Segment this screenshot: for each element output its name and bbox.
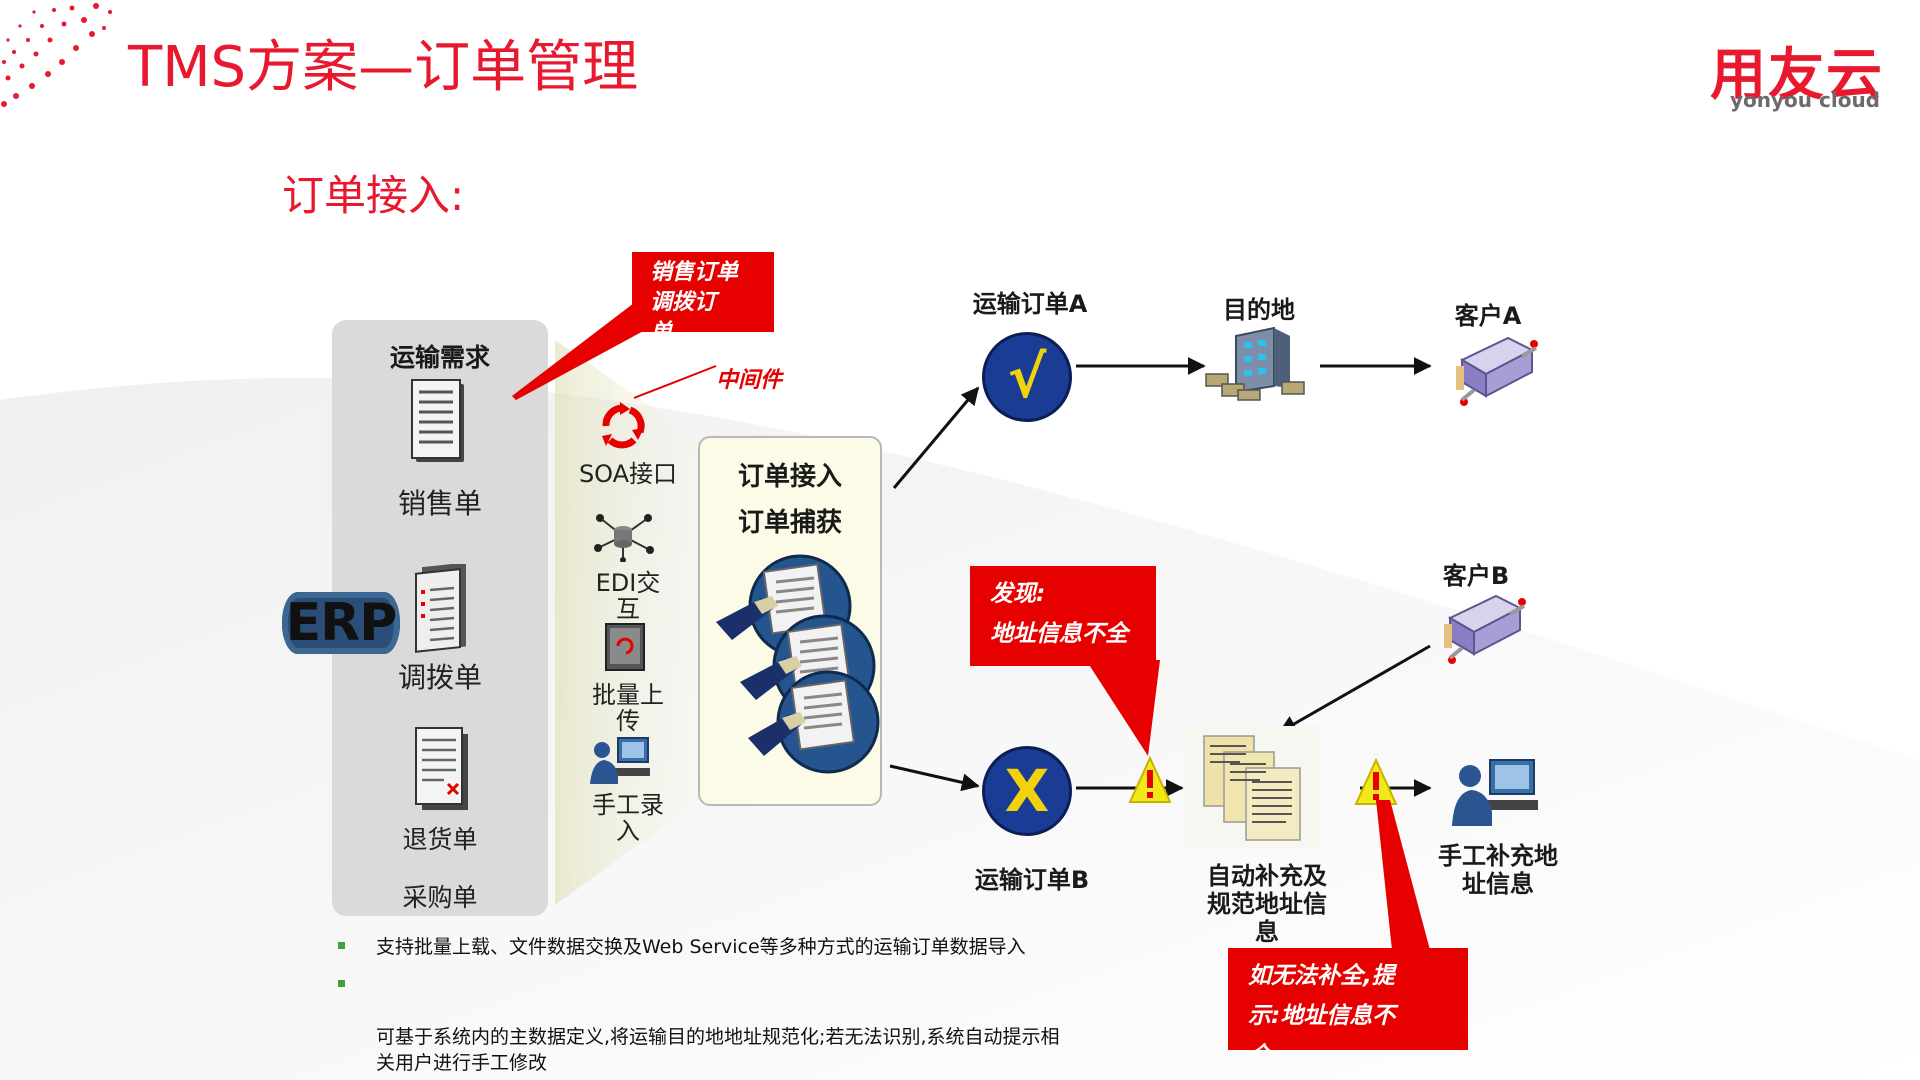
order-intake-title: 订单接入 xyxy=(737,462,842,492)
customer-b-label: 客户B xyxy=(1442,562,1510,590)
soa-cycle-icon xyxy=(602,402,645,449)
bullet-item: 可基于系统内的主数据定义,将运输目的地地址规范化;若无法识别,系统自动提示相 关… xyxy=(338,972,1176,1076)
erp-system-badge: ERP xyxy=(282,592,400,654)
transport-order-a-label: 运输订单A xyxy=(972,290,1088,318)
source-item-purchase: 采购单 xyxy=(402,883,478,912)
bullet-marker xyxy=(338,942,345,949)
edi-network-icon xyxy=(594,514,654,562)
batch-upload-icon xyxy=(605,623,645,671)
customer-b-icon xyxy=(1444,594,1526,664)
warehouse-icon xyxy=(1205,326,1305,401)
bullet-text: 可基于系统内的主数据定义,将运输目的地地址规范化;若无法识别,系统自动提示相 关… xyxy=(376,1026,1060,1074)
order-capture-title: 订单捕获 xyxy=(737,508,842,538)
source-item-sales: 销售单 xyxy=(397,487,482,520)
manual-fill-icon xyxy=(1452,759,1538,826)
cannot-complete-callout: 如无法补全,提 示:地址信息不 全 xyxy=(1228,948,1468,1050)
order-a-valid-icon: √ xyxy=(982,332,1072,422)
cannot-complete-callout-pointer xyxy=(1376,800,1430,950)
sales-callout-pointer xyxy=(512,300,660,400)
method-manual: 手工录 入 xyxy=(592,791,664,845)
sales-document-icon xyxy=(411,379,464,462)
return-document-icon xyxy=(415,727,468,810)
section-title: 订单接入: xyxy=(282,171,465,220)
middleware-label: 中间件 xyxy=(716,368,783,393)
warning-icon-right xyxy=(1354,758,1398,805)
auto-fill-label: 自动补充及 规范地址信 息 xyxy=(1207,862,1327,946)
source-item-transfer: 调拨单 xyxy=(397,661,482,694)
order-capture-icon xyxy=(716,554,880,774)
documents-stack-icon xyxy=(1203,735,1301,841)
customer-a-icon xyxy=(1456,336,1538,406)
brand-logo: 用友云 xyxy=(1710,43,1884,108)
bullet-text: 支持批量上载、文件数据交换及Web Service等多种方式的运输订单数据导入 xyxy=(376,936,1026,958)
transport-order-b-label: 运输订单B xyxy=(974,866,1090,894)
method-batch: 批量上 传 xyxy=(592,681,664,735)
warning-icon-left xyxy=(1128,756,1172,803)
method-edi: EDI交 互 xyxy=(595,569,661,623)
slide-title: TMS方案—订单管理 xyxy=(128,35,639,100)
transfer-document-icon xyxy=(415,564,466,653)
found-callout-pointer xyxy=(1086,660,1160,756)
customer-a-label: 客户A xyxy=(1454,302,1522,330)
order-b-invalid-icon: X xyxy=(982,746,1072,836)
sales-callout: 销售订单 调拨订单… xyxy=(632,252,774,345)
manual-entry-icon xyxy=(590,737,650,784)
bullet-marker xyxy=(338,980,345,987)
manual-fill-label: 手工补充地 址信息 xyxy=(1438,842,1558,898)
method-soa: SOA接口 xyxy=(578,460,678,488)
found-callout: 发现: 地址信息不全 xyxy=(970,566,1156,666)
source-item-return: 退货单 xyxy=(402,825,478,854)
brand-logo-subtitle: yonyou cloud xyxy=(1730,88,1880,112)
transport-demand-title: 运输需求 xyxy=(389,343,490,372)
middleware-pointer xyxy=(633,365,717,399)
destination-label: 目的地 xyxy=(1223,296,1295,324)
bullet-item: 支持批量上载、文件数据交换及Web Service等多种方式的运输订单数据导入 xyxy=(338,934,1176,960)
